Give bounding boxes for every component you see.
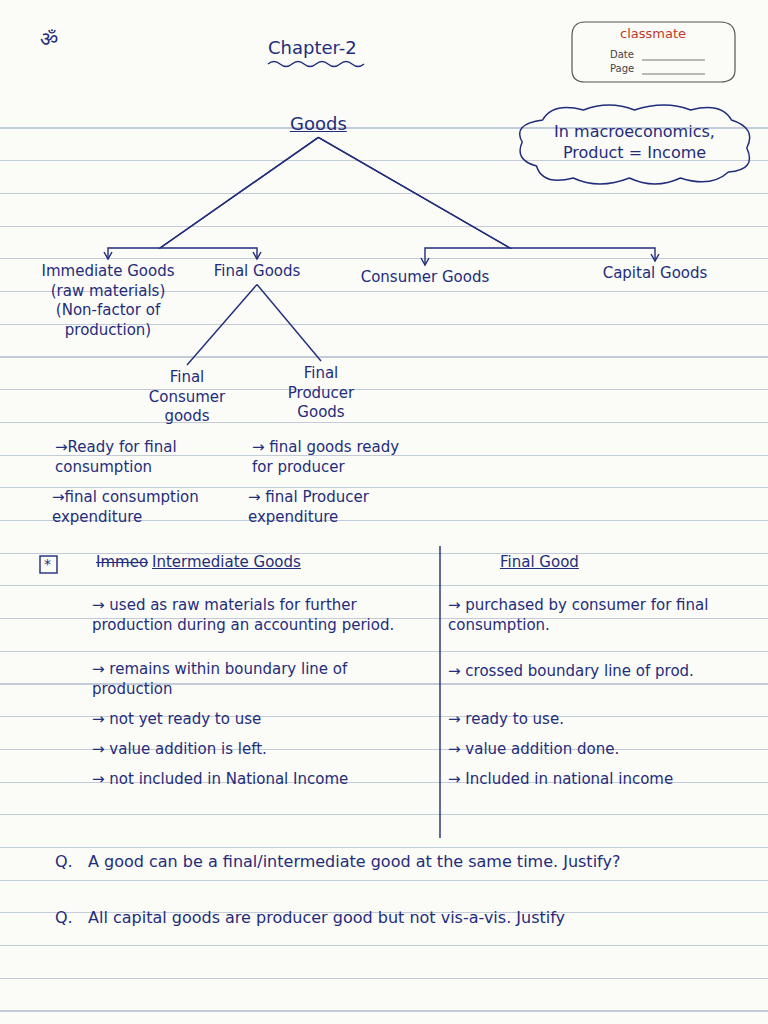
root-node: Goods	[290, 112, 347, 135]
tree-connector	[257, 285, 321, 362]
label-slot: → value addition done.	[448, 740, 760, 760]
label-slot: → not yet ready to use	[92, 710, 427, 730]
label-slot: → used as raw materials for further prod…	[92, 596, 427, 635]
label-slot: classmate	[620, 26, 686, 43]
table-cell: → remains within boundary line of produc…	[92, 660, 427, 699]
subcategory-node: Final Consumer goods	[138, 368, 236, 427]
label-slot: ॐ	[40, 26, 58, 52]
category-node: Consumer Goods	[350, 268, 500, 288]
node-text: In macroeconomics, Product = Income	[542, 122, 727, 164]
node-text: Final Goods	[212, 262, 302, 282]
table-cell: → used as raw materials for further prod…	[92, 596, 427, 635]
bullet-note: → final goods ready for producer	[252, 438, 422, 477]
node-text: Final Consumer goods	[138, 368, 236, 427]
label-slot: → purchased by consumer for final consum…	[448, 596, 760, 635]
node-text: Goods	[290, 112, 347, 135]
field-label: Page	[610, 62, 634, 75]
tree-connector	[160, 137, 318, 259]
category-node: Capital Goods	[575, 264, 735, 284]
tree-connector	[318, 137, 510, 265]
label-slot: → value addition is left.	[92, 740, 427, 760]
label-slot: → Included in national income	[448, 770, 760, 790]
table-cell: → not yet ready to use	[92, 710, 427, 730]
label-slot: All capital goods are producer good but …	[88, 908, 748, 929]
page-title: Chapter-2	[268, 36, 357, 59]
node-text: (Non-factor of production)	[28, 301, 188, 340]
label-slot: →Ready for final consumption	[55, 438, 240, 477]
subcategory-node: Final Producer Goods	[272, 364, 370, 423]
label-slot: Q.	[55, 908, 73, 929]
table-cell: → value addition is left.	[92, 740, 427, 760]
label-slot: A good can be a final/intermediate good …	[88, 852, 748, 873]
label-slot: → crossed boundary line of prod.	[448, 662, 760, 682]
column-header: Intermediate Goods	[152, 553, 301, 573]
label-slot: Immeo	[96, 553, 148, 573]
label-slot: Date	[610, 48, 634, 61]
label-slot: → not included in National Income	[92, 770, 427, 790]
marker-box	[40, 556, 57, 573]
bullet-note: → final Producer expenditure	[248, 488, 433, 527]
category-node: Immediate Goods(raw materials)(Non-facto…	[28, 262, 188, 340]
brand-box	[572, 22, 735, 82]
date-blank	[642, 60, 705, 61]
node-text: Immediate Goods	[28, 262, 188, 282]
node-text: Final Producer Goods	[272, 364, 370, 423]
category-node: Final Goods	[212, 262, 302, 282]
question-text: All capital goods are producer good but …	[88, 908, 748, 929]
column-header: Final Good	[500, 553, 579, 573]
bullet-note: →final consumption expenditure	[52, 488, 237, 527]
table-cell: → value addition done.	[448, 740, 760, 760]
label-slot: → ready to use.	[448, 710, 760, 730]
label-slot: Q.	[55, 852, 73, 873]
node-text: (raw materials)	[28, 282, 188, 302]
label-slot: → remains within boundary line of produc…	[92, 660, 427, 699]
question-text: A good can be a final/intermediate good …	[88, 852, 748, 873]
tree-connector	[108, 137, 318, 259]
brand-name: classmate	[620, 26, 686, 43]
table-cell: → Included in national income	[448, 770, 760, 790]
question-mark: Q.	[55, 852, 73, 873]
struck-word: Immeo	[96, 553, 148, 573]
cloud-note: In macroeconomics, Product = Income	[512, 100, 757, 186]
label-slot: → final Producer expenditure	[248, 488, 433, 527]
bullet-note: →Ready for final consumption	[55, 438, 240, 477]
page-blank	[642, 74, 705, 75]
table-cell: → ready to use.	[448, 710, 760, 730]
wavy-underline	[268, 62, 364, 67]
label-slot: →final consumption expenditure	[52, 488, 237, 527]
field-label: Date	[610, 48, 634, 61]
table-cell: → purchased by consumer for final consum…	[448, 596, 760, 635]
table-divider	[439, 546, 440, 838]
title-slot: Chapter-2	[268, 36, 357, 59]
label-slot: → final goods ready for producer	[252, 438, 422, 477]
label-slot: Intermediate Goods	[152, 553, 301, 573]
page-mark: ॐ	[40, 26, 58, 52]
table-cell: → crossed boundary line of prod.	[448, 662, 760, 682]
marker-star: *	[44, 555, 51, 573]
tree-connector	[187, 285, 257, 366]
label-slot: Final Good	[500, 553, 579, 573]
node-text: Capital Goods	[575, 264, 735, 284]
label-slot: Page	[610, 62, 634, 75]
question-mark: Q.	[55, 908, 73, 929]
table-cell: → not included in National Income	[92, 770, 427, 790]
node-text: Consumer Goods	[350, 268, 500, 288]
label-slot: *	[44, 555, 51, 573]
